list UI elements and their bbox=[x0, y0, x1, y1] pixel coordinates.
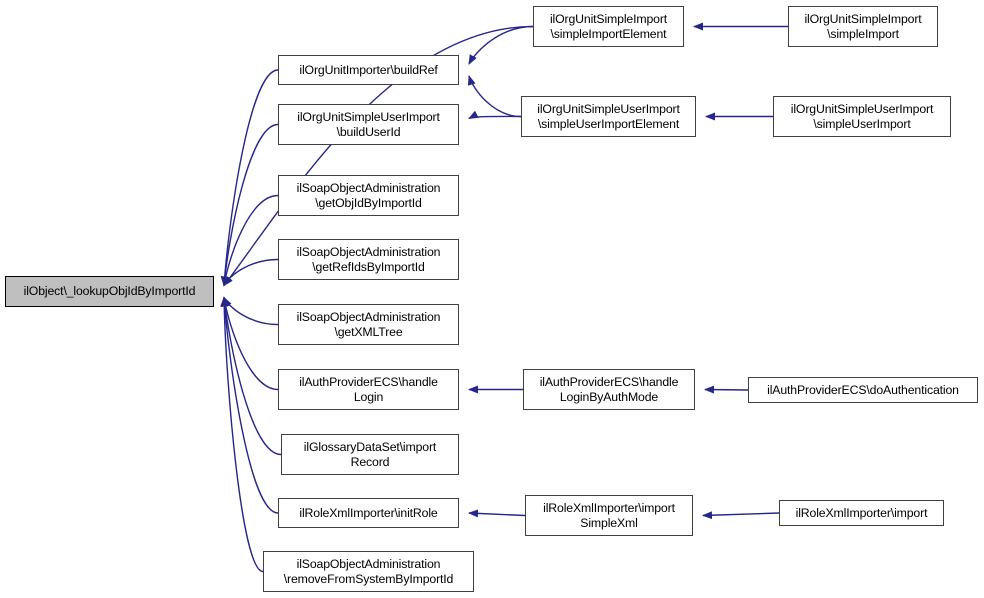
edge-importRecord-to-root bbox=[221, 296, 282, 456]
graph-node-simpleUserImport[interactable]: ilOrgUnitSimpleUserImport \simpleUserImp… bbox=[773, 96, 951, 137]
graph-node-simpleImportElement[interactable]: ilOrgUnitSimpleImport \simpleImportEleme… bbox=[533, 6, 684, 47]
edge-buildRef-to-root bbox=[220, 69, 279, 287]
graph-node-getXMLTree[interactable]: ilSoapObjectAdministration \getXMLTree bbox=[278, 304, 459, 345]
edge-getObjIdByImportId-to-root bbox=[221, 194, 279, 287]
graph-node-importRecord[interactable]: ilGlossaryDataSet\import Record bbox=[281, 434, 459, 475]
graph-node-handleLogin[interactable]: ilAuthProviderECS\handle Login bbox=[278, 369, 459, 410]
graph-node-initRole[interactable]: ilRoleXmlImporter\initRole bbox=[278, 498, 459, 528]
edge-initRole-to-root bbox=[220, 296, 279, 514]
edge-buildUserId-to-root bbox=[220, 123, 279, 287]
edge-doAuthentication-to-handleLoginByAuthMode bbox=[704, 385, 749, 394]
edge-simpleUserImportElement-to-buildUserId bbox=[468, 110, 522, 120]
graph-node-removeFromSystemByImportId[interactable]: ilSoapObjectAdministration \removeFromSy… bbox=[263, 551, 474, 592]
graph-node-handleLoginByAuthMode[interactable]: ilAuthProviderECS\handle LoginByAuthMode bbox=[523, 369, 695, 410]
edge-removeFromSystemByImportId-to-root bbox=[220, 296, 264, 573]
graph-node-simpleUserImportElement[interactable]: ilOrgUnitSimpleUserImport \simpleUserImp… bbox=[521, 96, 696, 137]
graph-node-root[interactable]: ilObject\_lookupObjIdByImportId bbox=[5, 276, 214, 307]
graph-node-simpleImport[interactable]: ilOrgUnitSimpleImport \simpleImport bbox=[788, 6, 938, 47]
edge-import-to-importSimpleXml bbox=[702, 511, 780, 520]
edge-getRefIdsByImportId-to-root bbox=[223, 258, 279, 287]
graph-node-importSimpleXml[interactable]: ilRoleXmlImporter\import SimpleXml bbox=[525, 495, 693, 536]
graph-node-getRefIdsByImportId[interactable]: ilSoapObjectAdministration \getRefIdsByI… bbox=[278, 239, 459, 280]
edge-simpleImportElement-to-buildRef bbox=[468, 25, 534, 65]
graph-node-buildRef[interactable]: ilOrgUnitImporter\buildRef bbox=[278, 55, 459, 85]
edge-simpleUserImportElement-to-buildRef bbox=[467, 75, 522, 118]
graph-node-buildUserId[interactable]: ilOrgUnitSimpleUserImport \buildUserId bbox=[278, 104, 459, 145]
edge-importSimpleXml-to-initRole bbox=[468, 509, 526, 518]
edge-handleLogin-to-root bbox=[221, 296, 279, 391]
edge-getXMLTree-to-root bbox=[223, 296, 279, 326]
graph-node-doAuthentication[interactable]: ilAuthProviderECS\doAuthentication bbox=[748, 377, 978, 403]
graph-node-import[interactable]: ilRoleXmlImporter\import bbox=[779, 500, 944, 526]
graph-node-getObjIdByImportId[interactable]: ilSoapObjectAdministration \getObjIdByIm… bbox=[278, 175, 459, 216]
